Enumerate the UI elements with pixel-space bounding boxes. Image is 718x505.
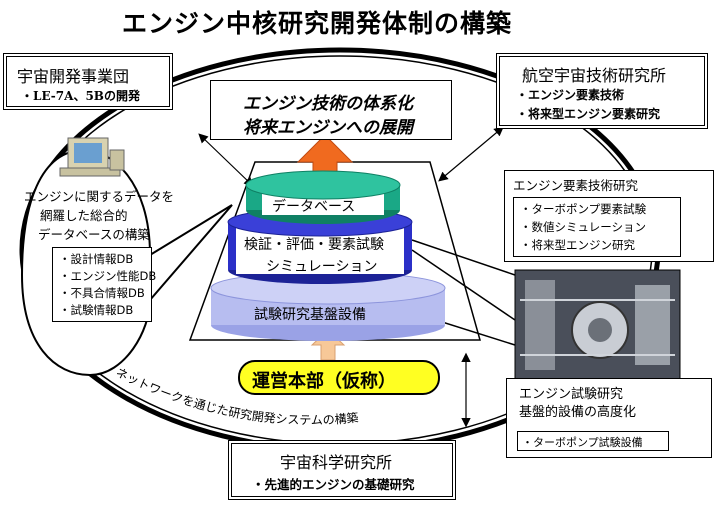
org-space-sci-name: 宇宙科学研究所 (280, 453, 393, 472)
tier-middle-label-1: 検証・評価・要素試験 (244, 237, 384, 253)
test-facility-title-1: エンジン試験研究 (519, 387, 624, 402)
org-aero-box: 航空宇宙技術研究所 ・エンジン要素技術 ・将来型エンジン要素研究 (496, 53, 708, 129)
bubble-db-list: ・設計情報DB ・エンジン性能DB ・不具合情報DB ・試験情報DB (52, 247, 156, 322)
arrow-left-goal (198, 133, 254, 187)
bubble-db-item-4: ・試験情報DB (59, 303, 134, 317)
element-research-title: エンジン要素技術研究 (513, 178, 639, 193)
org-space-sci-box: 宇宙科学研究所 ・先進的エンジンの基礎研究 (228, 440, 456, 500)
bubble-db-item-3: ・不具合情報DB (59, 286, 145, 300)
bubble-db-item-1: ・設計情報DB (59, 252, 134, 266)
org-aero-name: 航空宇宙技術研究所 (522, 66, 667, 85)
computer-icon (59, 137, 125, 177)
bubble-heading-2: 網羅した総合的 (40, 208, 128, 223)
org-aero-item-1: ・エンジン要素技術 (516, 88, 625, 102)
bubble-heading-3: データベースの構築 (38, 227, 150, 242)
element-research-box: エンジン要素技術研究 ・ターボポンプ要素試験 ・数値シミュレーション ・将来型エ… (504, 170, 714, 262)
bubble-heading-1: エンジンに関するデータを (24, 189, 175, 204)
org-space-dev-item: ・LE-7A、5Bの開発 (21, 89, 140, 103)
goal-line-2: 将来エンジンへの展開 (243, 118, 413, 138)
goal-box: エンジン技術の体系化 将来エンジンへの展開 (210, 80, 452, 140)
engine-photo (514, 269, 681, 381)
tier-bottom-label: 試験研究基盤設備 (254, 307, 366, 323)
org-space-dev-box: 宇宙開発事業団 ・LE-7A、5Bの開発 (3, 53, 173, 110)
hq-label: 運営本部（仮称） (252, 371, 396, 392)
org-aero-item-2: ・将来型エンジン要素研究 (516, 107, 661, 121)
element-research-item-3: ・将来型エンジン研究 (520, 238, 635, 252)
org-space-dev-name: 宇宙開発事業団 (17, 67, 130, 86)
goal-line-1: エンジン技術の体系化 (243, 94, 413, 114)
hq-pill (238, 360, 440, 395)
bubble-db-item-2: ・エンジン性能DB (59, 269, 157, 283)
tier-top-label: データベース (272, 199, 356, 215)
test-facility-item: ・ターボポンプ試験設備 (522, 436, 643, 449)
org-space-sci-item: ・先進的エンジンの基礎研究 (252, 477, 415, 492)
element-research-item-2: ・数値シミュレーション (520, 220, 647, 234)
test-facility-title-2: 基盤的設備の高度化 (519, 405, 637, 420)
element-research-list: ・ターボポンプ要素試験 ・数値シミュレーション ・将来型エンジン研究 (513, 197, 681, 257)
arrow-right-goal (438, 126, 504, 182)
page-title: エンジン中核研究開発体制の構築 (122, 9, 513, 38)
test-facility-list: ・ターボポンプ試験設備 (517, 431, 669, 451)
test-facility-box: エンジン試験研究 基盤的設備の高度化 ・ターボポンプ試験設備 (506, 378, 712, 458)
element-research-item-1: ・ターボポンプ要素試験 (520, 202, 647, 216)
tier-middle-label-2: シミュレーション (266, 259, 378, 275)
